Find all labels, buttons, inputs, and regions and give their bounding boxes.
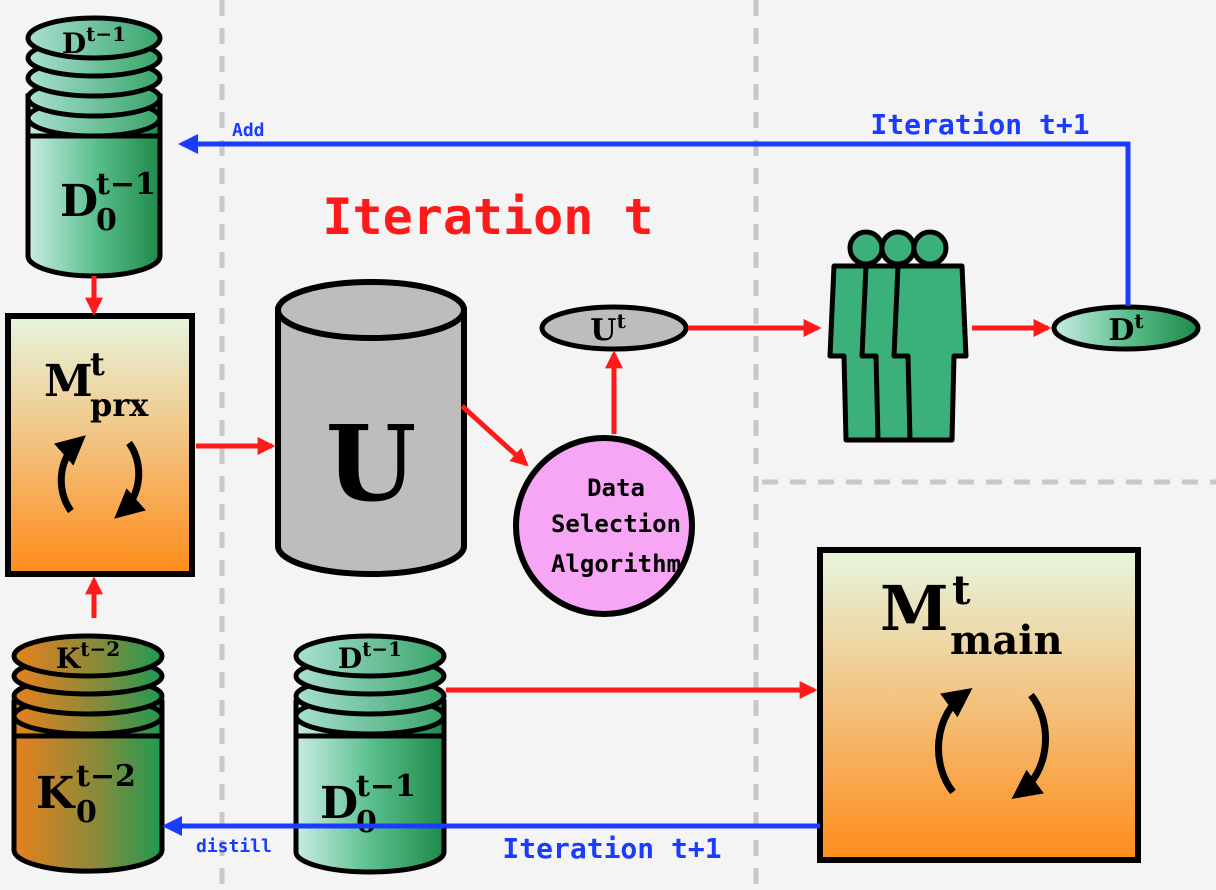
selection-line-2: Selection	[551, 510, 681, 538]
arrow-pool-to-selection	[460, 404, 529, 467]
annotators-icon	[827, 229, 969, 443]
knowledge-store-prev-body-label: K0t−2	[36, 759, 136, 830]
labeled-store-prev	[25, 15, 163, 279]
new-labeled-node	[1051, 304, 1201, 352]
loop-top-arrow	[178, 134, 1131, 306]
person-icon	[891, 229, 969, 443]
loop-top-label: Iteration t+1	[870, 108, 1089, 141]
selection-line-3: Algorithm	[551, 550, 681, 578]
labeled-store-prev-bottom-body-label: D0t−1	[320, 769, 416, 840]
iteration-title: Iteration t	[322, 188, 653, 246]
knowledge-store-prev	[11, 633, 165, 874]
labeled-store-prev-top-label: Dt−1	[62, 22, 126, 60]
labeled-store-prev-body-label: D0t−1	[60, 167, 156, 238]
main-model-box	[817, 547, 1141, 863]
store-top	[293, 633, 447, 679]
proxy-model-box	[5, 313, 195, 577]
store-body	[25, 97, 163, 279]
store-body	[293, 703, 447, 875]
labeled-store-prev-bottom	[293, 633, 447, 875]
main-model-label: Mmaint	[880, 567, 1063, 664]
selection-algorithm-node	[513, 435, 695, 617]
new-labeled-label: Dt	[1108, 309, 1144, 348]
refresh-icon	[54, 435, 86, 514]
knowledge-store-prev-top-label: Kt−2	[56, 637, 120, 675]
proxy-model-label: Mprxt	[44, 345, 149, 424]
loop-bottom-label: Iteration t+1	[502, 832, 721, 865]
pool-top	[275, 279, 467, 341]
separators	[219, 0, 1216, 890]
distill-label: distill	[196, 836, 272, 857]
pool-body	[275, 307, 467, 577]
unlabeled-pool	[275, 279, 467, 577]
store-top	[25, 15, 163, 61]
data-flow-arrows	[85, 276, 1052, 699]
store-body	[11, 703, 165, 874]
refresh-icon	[1011, 692, 1049, 799]
unlabeled-pool-label: U	[326, 402, 417, 525]
add-label: Add	[232, 120, 265, 141]
selected-batch-label: Ut	[590, 309, 626, 348]
selection-line-1: Data	[587, 474, 645, 502]
proxy-model: Mprxt	[5, 313, 195, 577]
refresh-icon	[114, 440, 146, 519]
refresh-icon	[935, 688, 973, 795]
store-top	[11, 633, 165, 679]
main-model: Mmaint	[817, 547, 1141, 863]
selected-batch-node	[539, 304, 689, 352]
labeled-store-prev-bottom-top-label: Dt−1	[338, 637, 402, 675]
loop-arrows	[162, 134, 1131, 836]
